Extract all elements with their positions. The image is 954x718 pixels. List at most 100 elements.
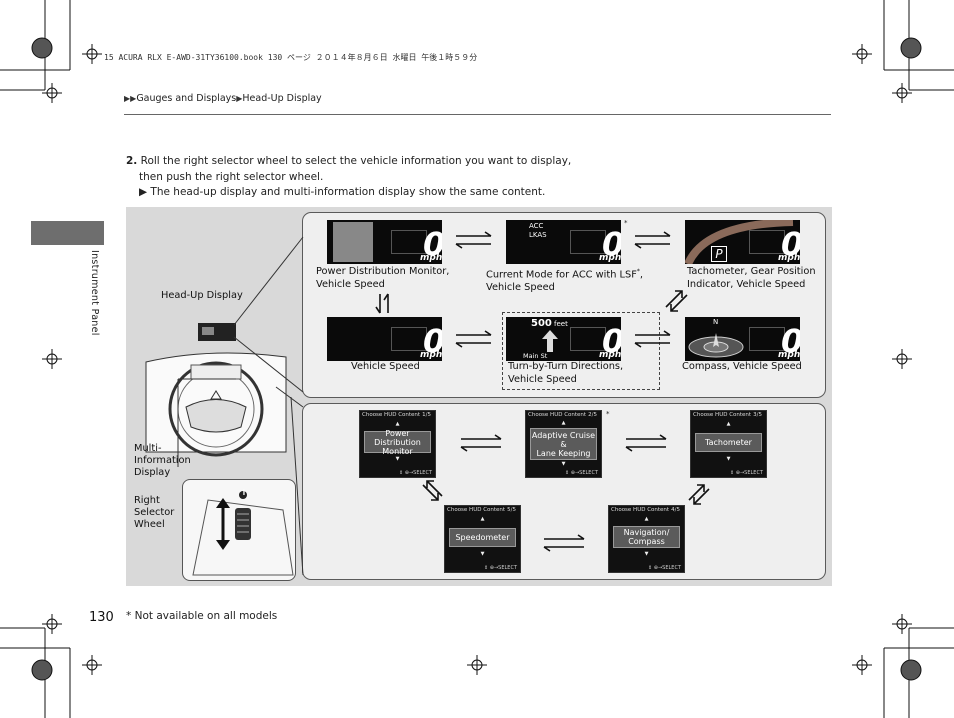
selector-wheel-inset: i [182, 479, 296, 581]
hud-thumbnail-detail [202, 327, 214, 335]
step-line-3: The head-up display and multi-informatio… [150, 186, 546, 198]
hud-screen-acc: ACC LKAS 0 mph [506, 220, 621, 264]
mid-option-button[interactable]: Tachometer [695, 433, 762, 452]
mid-label: Multi- Information Display [134, 443, 191, 478]
step-instructions: 2. Roll the right selector wheel to sele… [126, 154, 571, 201]
mid-option-button[interactable]: Speedometer [449, 528, 516, 547]
up-arrow-icon: ▲ [644, 516, 649, 522]
steering-wheel-illustration [145, 352, 287, 457]
step-line-2: then push the right selector wheel. [139, 170, 324, 183]
hud-star: * [624, 219, 628, 227]
speed-frame [391, 327, 427, 351]
car-graphic [333, 222, 373, 262]
hud-screen-pdm: 0 mph [327, 220, 442, 264]
breadcrumb-arrow-icon: ▶ [236, 94, 243, 103]
step-number: 2. [126, 155, 138, 167]
up-arrow-icon: ▲ [480, 516, 485, 522]
nav-dashed-frame [502, 312, 660, 390]
up-arrow-icon: ▲ [726, 421, 731, 427]
breadcrumb: ▶▶Gauges and Displays▶Head-Up Display [124, 93, 322, 104]
mid-select-hint: ⇕ ⊕→SELECT [399, 470, 432, 476]
gear-indicator: P [711, 246, 727, 262]
cycle-arrows [375, 231, 710, 552]
hud-screen-nav: 500 feet Main St 0 mph [506, 317, 621, 361]
speed-value: 0 [602, 228, 621, 260]
mid-screen-tach: Choose HUD Content 3/5 ▲ Tachometer ▼ ⇕ … [690, 410, 767, 478]
selector-wheel-illustration [192, 491, 294, 576]
mid-star: * [606, 410, 610, 418]
hud-screen-speed: 0 mph [327, 317, 442, 361]
compass-north: N [713, 318, 719, 326]
tach-arc [685, 220, 794, 264]
speed-frame [749, 327, 785, 351]
hud-caption-pdm: Power Distribution Monitor, Vehicle Spee… [316, 266, 450, 290]
mid-count: 3/5 [753, 412, 762, 418]
hud-figure: Head-Up Display Multi- Information Displ… [126, 207, 832, 586]
compass-icon [688, 333, 744, 358]
speed-unit: mph [778, 253, 800, 263]
up-arrow-icon: ▲ [395, 421, 400, 427]
down-arrow-icon: ▼ [561, 461, 566, 467]
mid-header: Choose HUD Content [611, 507, 670, 513]
page-number: 130 [89, 610, 114, 625]
hud-caption-tach: Tachometer, Gear Position Indicator, Veh… [687, 266, 816, 290]
down-arrow-icon: ▼ [726, 456, 731, 462]
mid-select-hint: ⇕ ⊕→SELECT [565, 470, 598, 476]
section-tab[interactable] [31, 221, 104, 245]
header-rule [124, 114, 831, 115]
mid-select-hint: ⇕ ⊕→SELECT [730, 470, 763, 476]
speed-value: 0 [781, 325, 800, 357]
speed-unit: mph [599, 253, 621, 263]
down-arrow-icon: ▼ [395, 456, 400, 462]
street-name: Main St [523, 352, 548, 360]
mid-option-button[interactable]: Power Distribution Monitor [364, 429, 431, 456]
hud-screen-compass: N 0 mph [685, 317, 800, 361]
distance-value: 500 [531, 318, 552, 329]
mid-select-hint: ⇕ ⊕→SELECT [648, 565, 681, 571]
distance-unit: feet [554, 320, 568, 328]
mid-count: 1/5 [422, 412, 431, 418]
step-line-1: Roll the right selector wheel to select … [140, 155, 572, 167]
speed-value: 0 [602, 325, 621, 357]
up-arrow-icon: ▲ [561, 420, 566, 426]
speed-unit: mph [778, 350, 800, 360]
hud-caption-compass: Compass, Vehicle Speed [682, 361, 802, 372]
speed-unit: mph [420, 253, 442, 263]
mid-header: Choose HUD Content [362, 412, 421, 418]
hud-caption-acc: Current Mode for ACC with LSF*, Vehicle … [486, 268, 643, 293]
mid-option-button[interactable]: Adaptive Cruise & Lane Keeping [530, 428, 597, 460]
hud-caption-speed: Vehicle Speed [351, 361, 420, 372]
speed-frame [570, 230, 606, 254]
panel-connector-lines [233, 236, 304, 576]
speed-value: 0 [423, 228, 442, 260]
hud-label: Head-Up Display [161, 290, 243, 301]
print-header: 15 ACURA RLX E-AWD-31TY36100.book 130 ペー… [104, 53, 478, 62]
breadcrumb-hud[interactable]: Head-Up Display [242, 93, 322, 104]
mid-select-hint: ⇕ ⊕→SELECT [484, 565, 517, 571]
mid-header: Choose HUD Content [528, 412, 587, 418]
mid-count: 5/5 [507, 507, 516, 513]
mid-option-button[interactable]: Navigation/ Compass [613, 526, 680, 548]
breadcrumb-gauges[interactable]: Gauges and Displays [136, 93, 237, 104]
speed-value: 0 [423, 325, 442, 357]
mid-screen-nav: Choose HUD Content 4/5 ▲ Navigation/ Com… [608, 505, 685, 573]
speed-frame [749, 230, 785, 254]
mid-header: Choose HUD Content [693, 412, 752, 418]
acc-text: ACC LKAS [529, 222, 547, 239]
section-side-label: Instrument Panel [89, 250, 100, 336]
footnote: * Not available on all models [126, 610, 278, 622]
speed-frame [570, 327, 606, 351]
mid-screen-pdm: Choose HUD Content 1/5 ▲ Power Distribut… [359, 410, 436, 478]
speed-unit: mph [599, 350, 621, 360]
mid-count: 4/5 [671, 507, 680, 513]
mid-screen-acc: Choose HUD Content 2/5 ▲ Adaptive Cruise… [525, 410, 602, 478]
mid-header: Choose HUD Content [447, 507, 506, 513]
down-arrow-icon: ▼ [480, 551, 485, 557]
mid-screen-speed: Choose HUD Content 5/5 ▲ Speedometer ▼ ⇕… [444, 505, 521, 573]
speed-frame [391, 230, 427, 254]
info-icon: i [242, 489, 246, 497]
speed-unit: mph [420, 350, 442, 360]
hud-screen-tach: P 0 mph [685, 220, 800, 264]
breadcrumb-arrow-icon: ▶▶ [124, 94, 137, 103]
